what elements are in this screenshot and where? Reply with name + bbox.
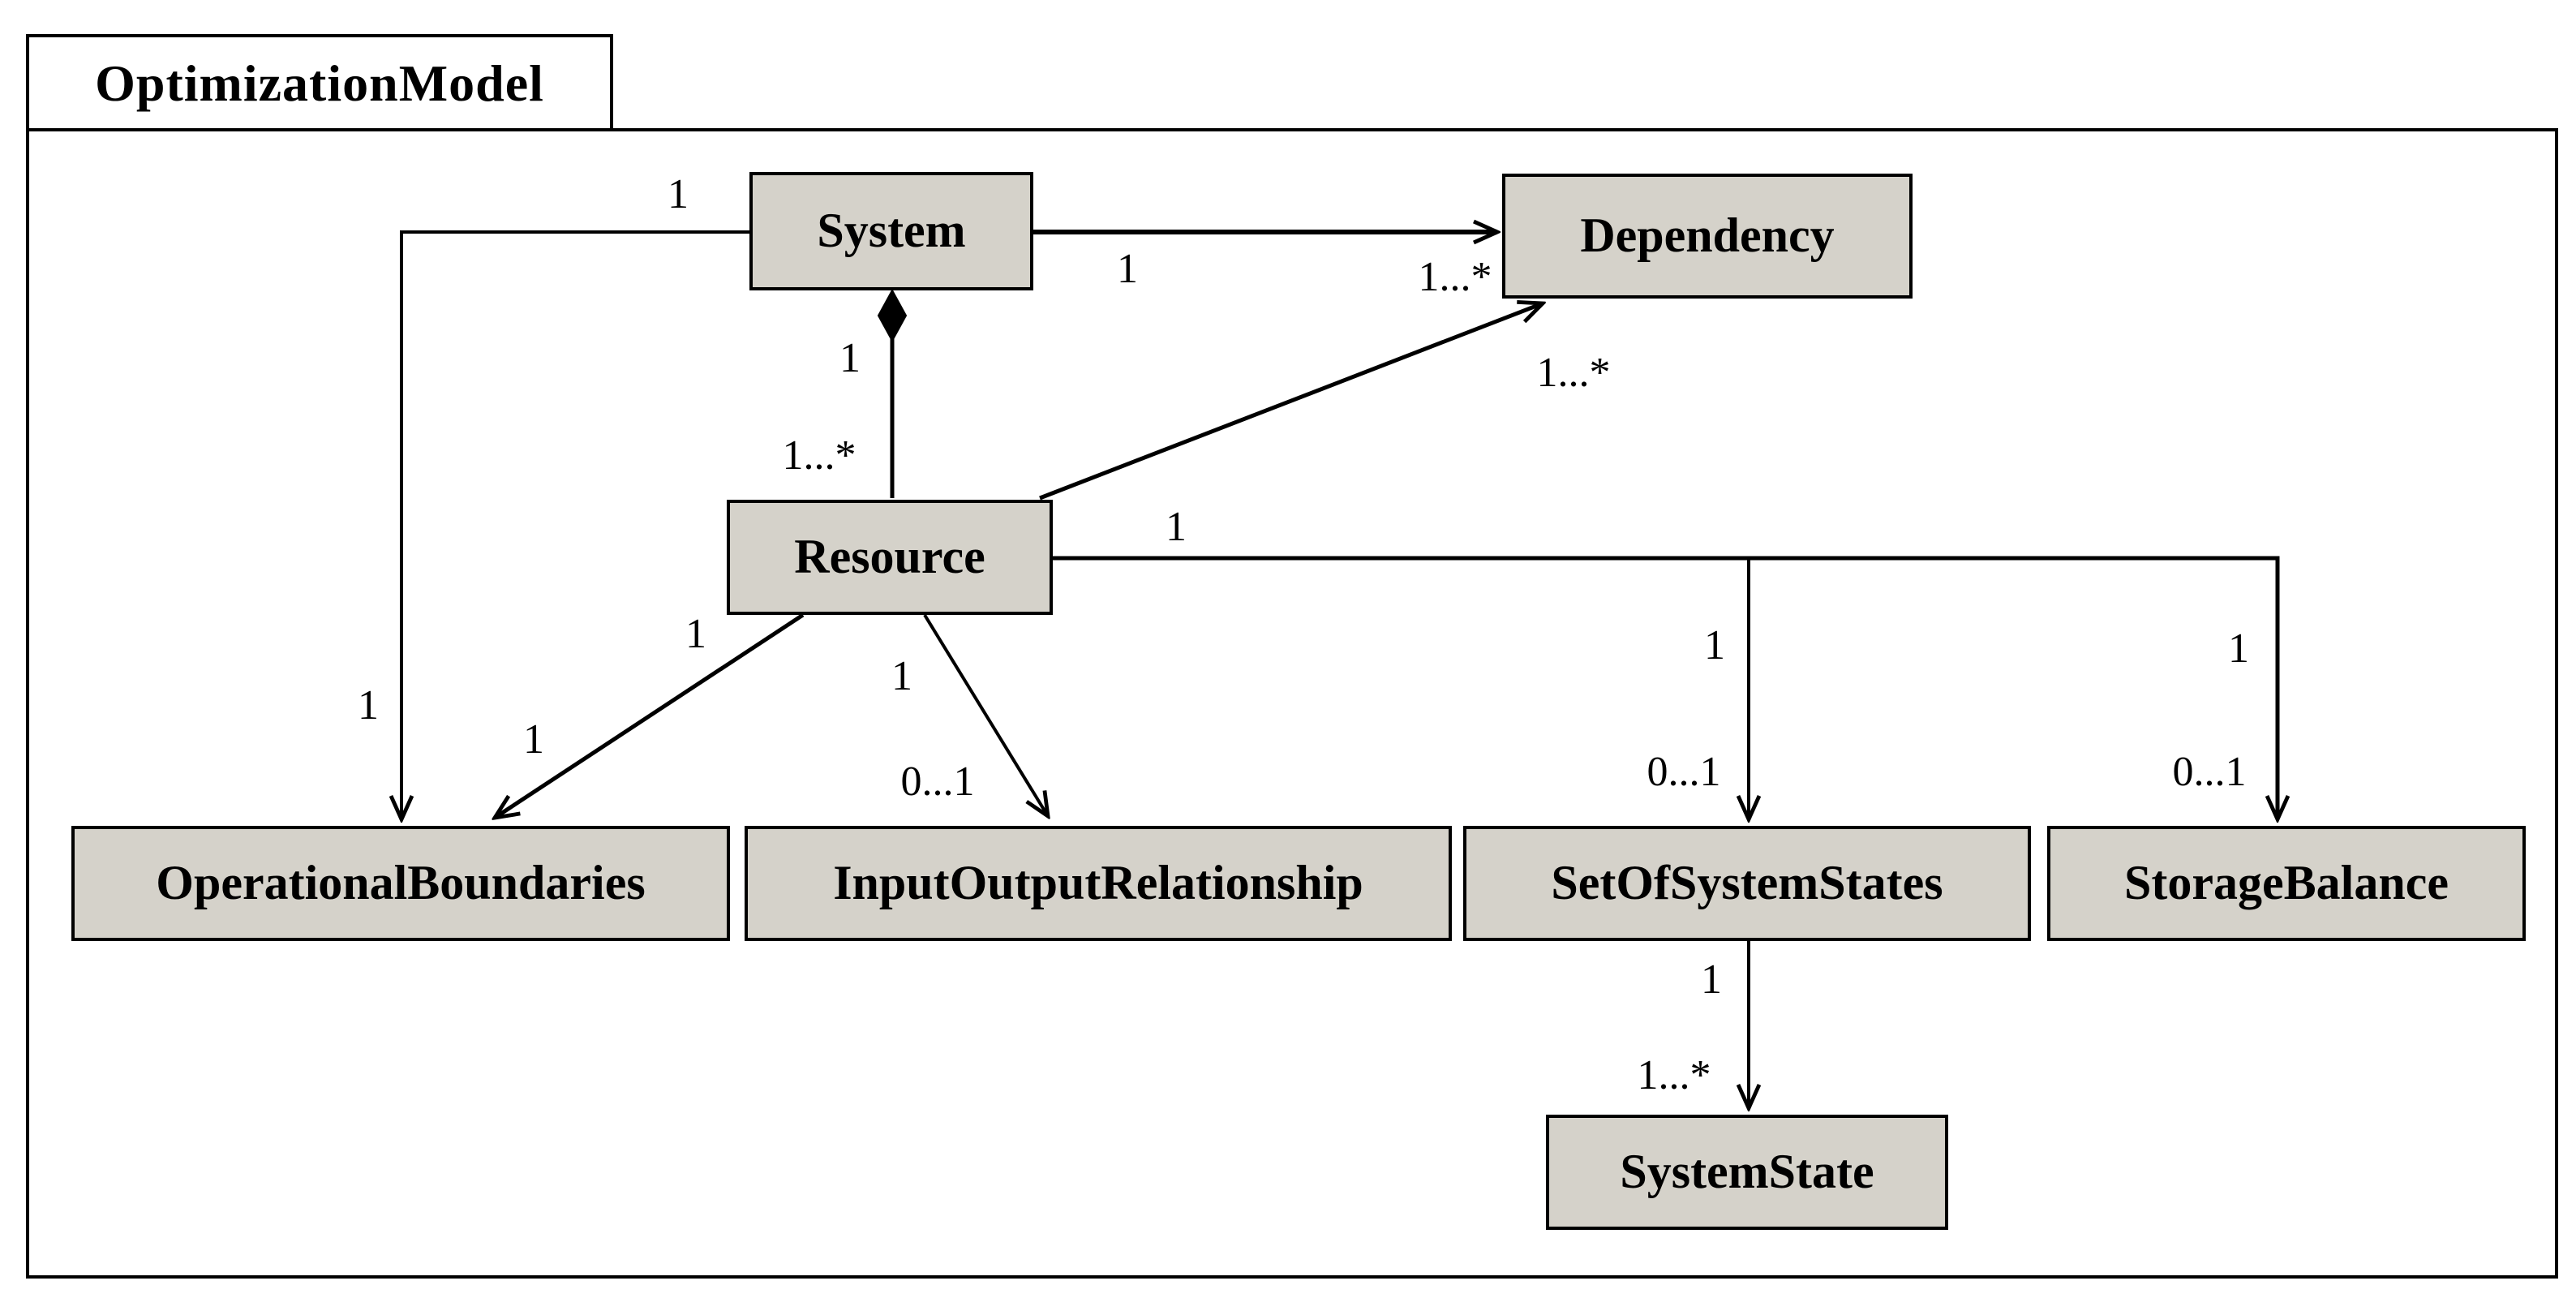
- class-name-label: System: [817, 204, 966, 257]
- class-name-label: StorageBalance: [2124, 856, 2449, 909]
- class-dependency: Dependency: [1502, 174, 1913, 299]
- mult-resource-soss-source: 1: [1704, 621, 1725, 668]
- association-system-operational-boundaries: [401, 230, 749, 819]
- mult-system-dependency-target: 1...*: [1418, 253, 1492, 300]
- class-system-state: SystemState: [1546, 1115, 1948, 1230]
- mult-resource-ob-target: 1: [523, 716, 544, 763]
- mult-system-ob-source: 1: [668, 170, 689, 217]
- mult-resource-ior-target: 0...1: [900, 758, 975, 805]
- class-operational-boundaries: OperationalBoundaries: [71, 826, 730, 941]
- class-name-label: SystemState: [1620, 1145, 1874, 1198]
- association-resource-storage-balance: [1053, 556, 2278, 819]
- mult-composition-system-end: 1: [839, 334, 861, 381]
- class-name-label: Resource: [794, 530, 985, 583]
- class-name-label: SetOfSystemStates: [1551, 856, 1943, 909]
- class-name-label: OperationalBoundaries: [156, 856, 646, 909]
- package-title: OptimizationModel: [95, 53, 544, 111]
- class-name-label: InputOutputRelationship: [833, 856, 1363, 909]
- association-resource-dependency: [1039, 303, 1543, 501]
- mult-system-ob-target: 1: [358, 681, 379, 729]
- mult-resource-dependency-source: 1: [1166, 503, 1187, 550]
- composition-diamond-icon: [877, 288, 908, 343]
- class-input-output-relationship: InputOutputRelationship: [745, 826, 1452, 941]
- mult-resource-sb-target: 0...1: [2172, 748, 2247, 795]
- mult-composition-resource-end: 1...*: [782, 432, 857, 479]
- association-resource-input-output-relationship: [923, 613, 1048, 816]
- mult-resource-dependency-target: 1...*: [1536, 349, 1611, 396]
- mult-resource-sb-source: 1: [2228, 625, 2249, 672]
- class-storage-balance: StorageBalance: [2047, 826, 2526, 941]
- mult-resource-soss-target: 0...1: [1646, 748, 1721, 795]
- mult-soss-systemstate-target: 1...*: [1637, 1051, 1711, 1098]
- class-resource: Resource: [727, 500, 1053, 615]
- class-name-label: Dependency: [1580, 208, 1835, 262]
- association-resource-operational-boundaries: [495, 612, 805, 818]
- mult-soss-systemstate-source: 1: [1701, 956, 1722, 1003]
- mult-resource-ior-source: 1: [891, 652, 912, 699]
- package-tab: OptimizationModel: [26, 34, 613, 131]
- mult-resource-ob-source: 1: [685, 610, 706, 657]
- mult-system-dependency-source: 1: [1117, 245, 1138, 292]
- class-system: System: [749, 172, 1033, 290]
- class-set-of-system-states: SetOfSystemStates: [1463, 826, 2031, 941]
- package-body: [26, 128, 2558, 1279]
